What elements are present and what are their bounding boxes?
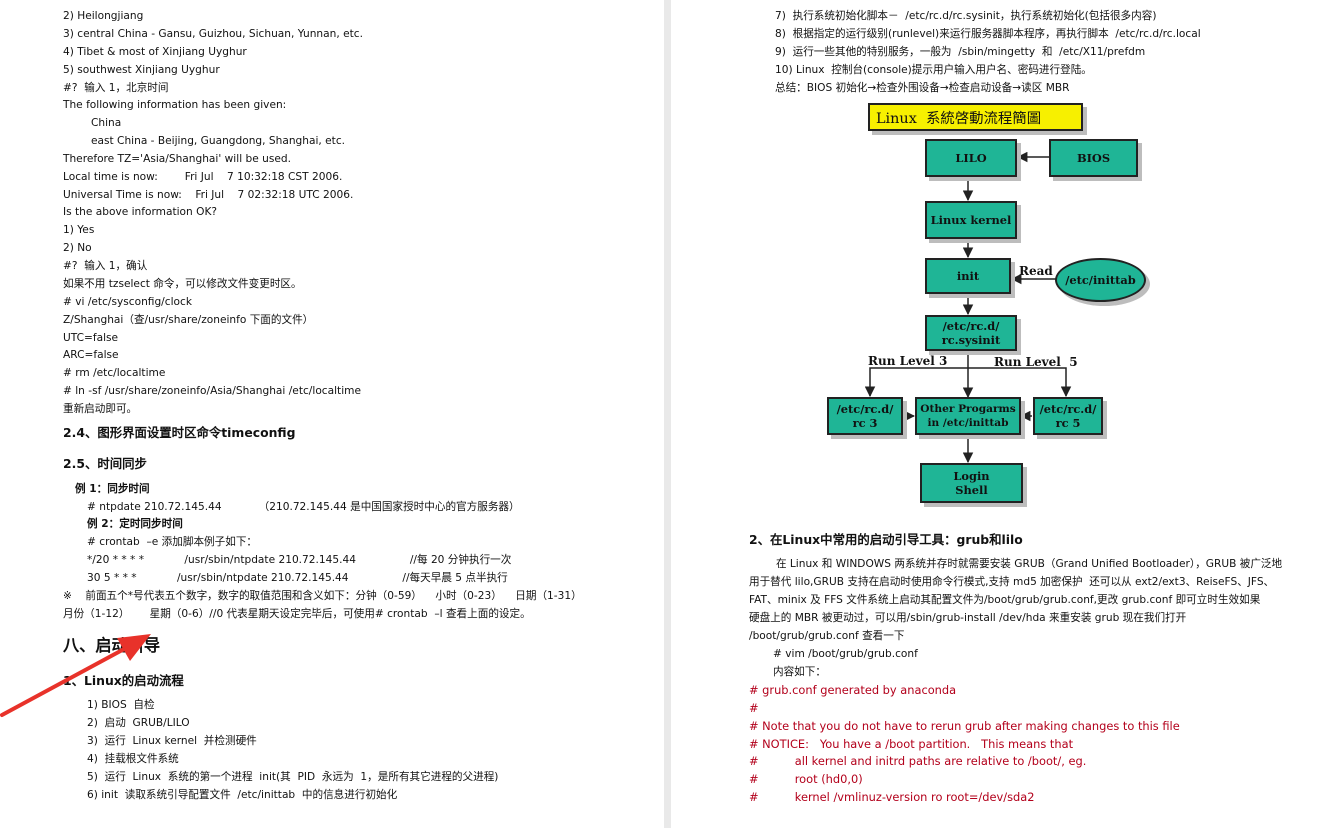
text-line: 30 5 * * * /usr/sbin/ntpdate 210.72.145.…: [87, 572, 508, 584]
grub-conf-line: # NOTICE: You have a /boot partition. Th…: [749, 737, 1074, 751]
node-rc3: /etc/rc.d/ rc 3: [827, 397, 903, 435]
text-line: ※ 前面五个*号代表五个数字，数字的取值范围和含义如下：分钟（0-59） 小时（…: [63, 590, 582, 602]
text-line: FAT、minix 及 FFS 文件系统上启动其配置文件为/boot/grub/…: [749, 594, 1261, 606]
boot-step: 3) 运行 Linux kernel 并检测硬件: [87, 735, 257, 747]
grub-conf-line: # Note that you do not have to rerun gru…: [749, 719, 1180, 733]
node-init: init: [925, 258, 1011, 294]
boot-step: 7) 执行系统初始化脚本－ /etc/rc.d/rc.sysinit，执行系统初…: [775, 10, 1157, 22]
text-line: The following information has been given…: [63, 99, 287, 111]
text-line: */20 * * * * /usr/sbin/ntpdate 210.72.14…: [87, 554, 512, 566]
label-read: Read: [1019, 264, 1053, 278]
text-line: # vi /etc/sysconfig/clock: [63, 296, 192, 308]
section-heading-boot-flow: 1、Linux的启动流程: [63, 673, 184, 688]
text-line: 2) No: [63, 242, 92, 254]
text-line: east China - Beijing, Guangdong, Shangha…: [91, 135, 346, 147]
text-line: 用于替代 lilo,GRUB 支持在启动时使用命令行模式,支持 md5 加密保护…: [749, 576, 1275, 588]
grub-conf-line: # root (hd0,0): [749, 772, 863, 786]
text-line: # ln -sf /usr/share/zoneinfo/Asia/Shangh…: [63, 385, 361, 397]
text-line: /boot/grub/grub.conf 查看一下: [749, 630, 905, 642]
example2-title: 例 2：定时同步时间: [87, 518, 183, 530]
boot-step: 4) 挂载根文件系统: [87, 753, 179, 765]
text-line: Therefore TZ='Asia/Shanghai' will be use…: [63, 153, 291, 165]
text-line: 硬盘上的 MBR 被更动过，可以用/sbin/grub-install /dev…: [749, 612, 1187, 624]
text-line: 3) central China - Gansu, Guizhou, Sichu…: [63, 28, 363, 40]
text-line: 在 Linux 和 WINDOWS 两系统并存时就需要安装 GRUB（Grand…: [749, 558, 1283, 570]
node-linux-kernel: Linux kernel: [925, 201, 1017, 239]
grub-conf-line: # kernel /vmlinuz-version ro root=/dev/s…: [749, 790, 1035, 804]
text-line: 2) Heilongjiang: [63, 10, 144, 22]
node-rc5: /etc/rc.d/ rc 5: [1033, 397, 1103, 435]
diagram-title: Linux 系統啓動流程簡圖: [868, 103, 1083, 131]
boot-step: 8) 根据指定的运行级别(runlevel)来运行服务器脚本程序，再执行脚本 /…: [775, 28, 1201, 40]
heading-timeconfig: 2.4、图形界面设置时区命令timeconfig: [63, 425, 296, 440]
text-line: ARC=false: [63, 349, 119, 361]
content-label: 内容如下：: [773, 666, 826, 678]
text-line: UTC=false: [63, 332, 119, 344]
text-line: 月份（1-12） 星期（0-6）//0 代表星期天设定完毕后，可使用# cron…: [63, 608, 531, 620]
text-line: # crontab –e 添加脚本例子如下：: [87, 536, 258, 548]
document-page-left: 2) Heilongjiang 3) central China - Gansu…: [0, 0, 664, 828]
grub-conf-line: # grub.conf generated by anaconda: [749, 683, 957, 697]
text-line: # rm /etc/localtime: [63, 367, 166, 379]
example1-title: 例 1：同步时间: [75, 483, 150, 495]
section-heading-grub-lilo: 2、在Linux中常用的启动引导工具：grub和lilo: [749, 532, 1023, 547]
text-line: Z/Shanghai（查/usr/share/zoneinfo 下面的文件）: [63, 314, 314, 326]
text-line: #? 输入 1，北京时间: [63, 82, 169, 94]
text-line: Is the above information OK?: [63, 206, 218, 218]
text-line: 重新启动即可。: [63, 403, 138, 415]
boot-step: 9) 运行一些其他的特别服务，一般为 /sbin/mingetty 和 /etc…: [775, 46, 1146, 58]
example1-command: # ntpdate 210.72.145.44 （210.72.145.44 是…: [87, 501, 520, 513]
boot-step: 10) Linux 控制台(console)提示用户输入用户名、密码进行登陆。: [775, 64, 1092, 76]
node-lilo: LILO: [925, 139, 1017, 177]
summary-line: 总结：BIOS 初始化→检查外围设备→检查启动设备→读区 MBR: [775, 82, 1070, 94]
chapter-heading: 八、启动引导: [63, 636, 161, 655]
text-line: Local time is now: Fri Jul 7 10:32:18 CS…: [63, 171, 343, 183]
vim-command: # vim /boot/grub/grub.conf: [773, 648, 918, 660]
text-line: Universal Time is now: Fri Jul 7 02:32:1…: [63, 189, 354, 201]
grub-conf-line: # all kernel and initrd paths are relati…: [749, 754, 1087, 768]
node-other-programs: Other Progarms in /etc/inittab: [915, 397, 1021, 435]
text-line: 4) Tibet & most of Xinjiang Uyghur: [63, 46, 247, 58]
boot-step: 5) 运行 Linux 系统的第一个进程 init(其 PID 永远为 1，是所…: [87, 771, 499, 783]
node-rc-sysinit: /etc/rc.d/ rc.sysinit: [925, 315, 1017, 351]
boot-step: 1) BIOS 自检: [87, 699, 155, 711]
text-line: #? 输入 1，确认: [63, 260, 148, 272]
label-run-level-3: Run Level 3: [868, 354, 948, 368]
text-line: 5) southwest Xinjiang Uyghur: [63, 64, 220, 76]
node-inittab: /etc/inittab: [1055, 258, 1146, 302]
grub-conf-line: #: [749, 701, 759, 715]
node-login-shell: Login Shell: [920, 463, 1023, 503]
boot-step: 2) 启动 GRUB/LILO: [87, 717, 190, 729]
node-bios: BIOS: [1049, 139, 1138, 177]
label-run-level-5: Run Level 5: [994, 355, 1078, 369]
boot-step: 6) init 读取系统引导配置文件 /etc/inittab 中的信息进行初始…: [87, 789, 398, 801]
heading-time-sync: 2.5、时间同步: [63, 456, 147, 471]
text-line: China: [91, 117, 122, 129]
text-line: 1) Yes: [63, 224, 95, 236]
text-line: 如果不用 tzselect 命令，可以修改文件变更时区。: [63, 278, 302, 290]
